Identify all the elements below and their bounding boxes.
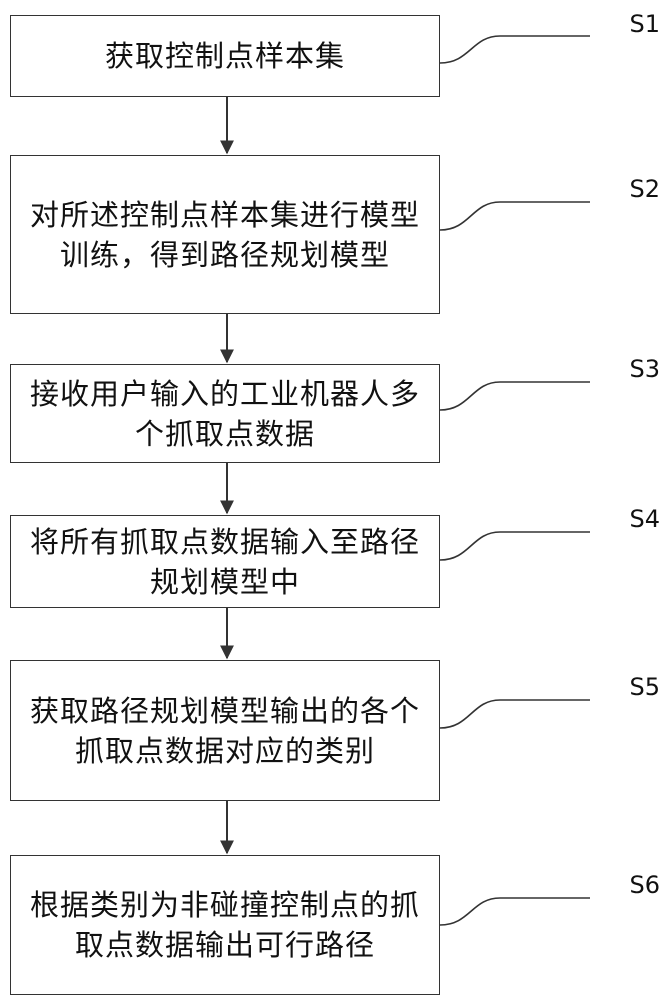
step-text-s4: 将所有抓取点数据输入至路径规划模型中 xyxy=(29,524,420,599)
step-label-s4: S4 xyxy=(629,505,660,533)
step-label-s3: S3 xyxy=(629,355,660,383)
step-text-s6: 根据类别为非碰撞控制点的抓取点数据输出可行路径 xyxy=(29,888,420,962)
step-box-s2: 对所述控制点样本集进行模型训练，得到路径规划模型 xyxy=(10,155,440,314)
leader-s1 xyxy=(439,35,590,64)
step-text-s5: 获取路径规划模型输出的各个抓取点数据对应的类别 xyxy=(29,693,420,768)
leader-s4 xyxy=(439,531,590,561)
step-label-s5: S5 xyxy=(629,673,660,701)
leader-s3 xyxy=(439,381,590,411)
leader-s2 xyxy=(439,201,590,231)
step-box-s4: 将所有抓取点数据输入至路径规划模型中 xyxy=(10,515,440,608)
step-box-s5: 获取路径规划模型输出的各个抓取点数据对应的类别 xyxy=(10,660,440,801)
step-box-s6: 根据类别为非碰撞控制点的抓取点数据输出可行路径 xyxy=(10,855,440,995)
step-label-s1: S1 xyxy=(629,10,660,38)
step-box-s1: 获取控制点样本集 xyxy=(10,15,440,97)
step-box-s3: 接收用户输入的工业机器人多个抓取点数据 xyxy=(10,364,440,463)
step-text-s1: 获取控制点样本集 xyxy=(104,39,345,73)
leader-s6 xyxy=(439,897,590,926)
step-text-s3: 接收用户输入的工业机器人多个抓取点数据 xyxy=(29,376,420,451)
step-label-s2: S2 xyxy=(629,175,660,203)
step-label-s6: S6 xyxy=(629,871,660,899)
step-text-s2: 对所述控制点样本集进行模型训练，得到路径规划模型 xyxy=(29,197,420,272)
leader-s5 xyxy=(439,699,590,729)
